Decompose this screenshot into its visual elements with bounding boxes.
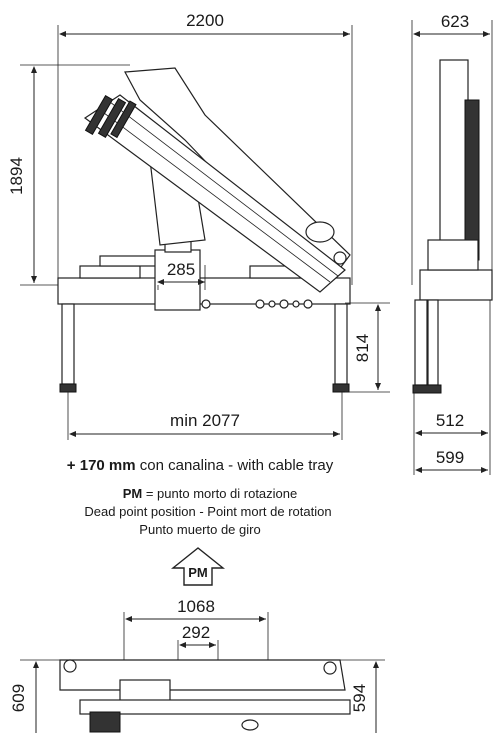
side-base xyxy=(419,269,493,301)
foot-left xyxy=(59,383,77,393)
plan-frame xyxy=(59,659,346,691)
dim-2077: min 2077 xyxy=(170,411,240,430)
base-top-plate xyxy=(99,255,161,267)
hole xyxy=(292,300,300,308)
side-view: 623 512 599 xyxy=(411,12,493,475)
leg-right xyxy=(334,303,348,385)
dim-285: 285 xyxy=(167,260,195,279)
boom-pin xyxy=(333,251,347,265)
hole xyxy=(255,299,265,309)
cylinder xyxy=(97,97,127,139)
side-boom xyxy=(439,59,469,271)
pm-note-3: Punto muerto de giro xyxy=(139,522,260,537)
foot-right xyxy=(332,383,350,393)
side-leg-right xyxy=(427,299,439,386)
boom-joint xyxy=(305,221,335,243)
dim-2200: 2200 xyxy=(186,11,224,30)
plan-pin xyxy=(241,719,259,731)
side-foot xyxy=(412,384,442,394)
side-column xyxy=(427,239,479,271)
dim-599: 599 xyxy=(436,448,464,467)
plan-head xyxy=(89,711,121,733)
plan-joint xyxy=(63,659,77,673)
dim-292: 292 xyxy=(182,623,210,642)
plan-joint xyxy=(323,661,337,675)
boom-head xyxy=(84,94,137,139)
front-view: 2200 1894 xyxy=(7,11,390,440)
boom-detail xyxy=(99,109,331,283)
cylinder xyxy=(84,94,114,136)
dim-609: 609 xyxy=(9,684,28,712)
dim-594: 594 xyxy=(350,684,369,712)
dim-512: 512 xyxy=(436,411,464,430)
dim-814: 814 xyxy=(353,334,372,362)
plan-view: 1068 292 609 594 xyxy=(9,597,385,733)
boom-detail xyxy=(109,101,339,277)
hole xyxy=(201,299,211,309)
pm-note-2: Dead point position - Point mort de rota… xyxy=(84,504,331,519)
base-left-arm xyxy=(79,265,141,279)
hole xyxy=(268,300,276,308)
cable-tray-note: + 170 mm con canalina - with cable tray xyxy=(67,457,334,474)
pm-note-1: PM = punto morto di rotazione xyxy=(123,486,298,501)
hole xyxy=(279,299,289,309)
dim-1068: 1068 xyxy=(177,597,215,616)
side-cylinders xyxy=(464,99,480,261)
pm-rest: = punto morto di rotazione xyxy=(142,486,297,501)
cable-tray-rest: con canalina - with cable tray xyxy=(136,457,334,474)
pm-bold: PM xyxy=(123,486,143,501)
column-base xyxy=(154,249,201,311)
leg-left xyxy=(61,303,75,385)
pm-arrow-icon: PM xyxy=(171,547,225,586)
cylinder xyxy=(110,100,137,139)
plan-boom xyxy=(79,699,351,715)
side-leg-left xyxy=(414,299,428,386)
cable-tray-bold: + 170 mm xyxy=(67,457,136,474)
dim-1894: 1894 xyxy=(7,157,26,195)
hole xyxy=(303,299,313,309)
dim-623: 623 xyxy=(441,12,469,31)
pm-arrow-label: PM xyxy=(188,565,208,580)
